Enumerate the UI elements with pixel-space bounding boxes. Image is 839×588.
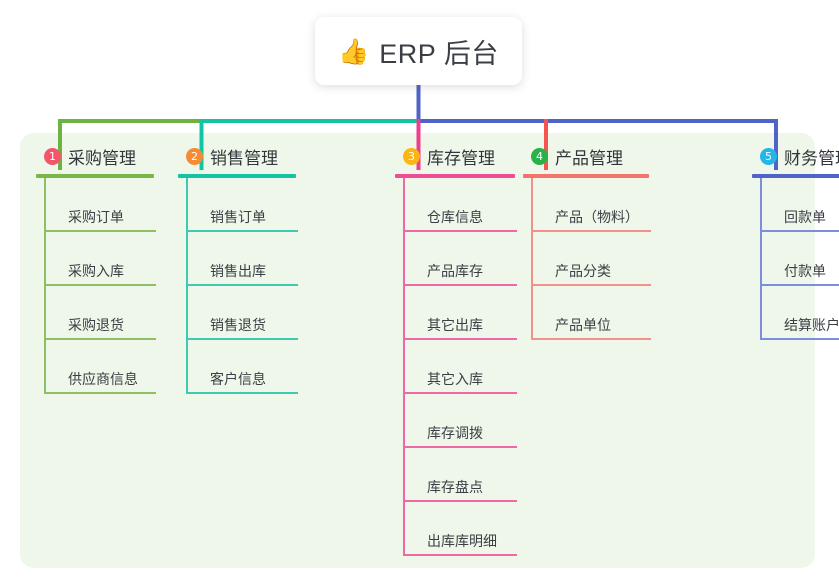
branch-leaf-list: 采购订单采购入库采购退货供应商信息 xyxy=(44,178,156,394)
leaf-label: 回款单 xyxy=(784,208,826,225)
leaf-node[interactable]: 销售订单 xyxy=(188,178,298,232)
leaf-label: 出库库明细 xyxy=(427,532,497,549)
leaf-label: 产品库存 xyxy=(427,262,483,279)
leaf-label: 结算账户 xyxy=(784,316,839,333)
branch-leaf-list: 回款单付款单结算账户 xyxy=(760,178,839,340)
thumbs-up-icon: 👍 xyxy=(338,37,370,66)
leaf-label: 付款单 xyxy=(784,262,826,279)
leaf-node[interactable]: 结算账户 xyxy=(762,286,839,340)
leaf-label: 库存盘点 xyxy=(427,478,483,495)
branch-leaf-list: 产品（物料） 产品分类产品单位 xyxy=(531,178,651,340)
branch-title: 库存管理 xyxy=(427,149,495,168)
branch-title: 财务管理 xyxy=(784,149,839,168)
branch-number-badge: 1 xyxy=(44,148,61,165)
branch-column-2: 2 销售管理销售订单销售出库销售退货客户信息 xyxy=(178,144,298,394)
leaf-node[interactable]: 采购退货 xyxy=(46,286,156,340)
leaf-label: 销售订单 xyxy=(210,208,266,225)
leaf-node[interactable]: 产品单位 xyxy=(533,286,651,340)
leaf-label: 其它入库 xyxy=(427,370,483,387)
leaf-node[interactable]: 产品（物料） xyxy=(533,178,651,232)
leaf-node[interactable]: 销售出库 xyxy=(188,232,298,286)
branch-header-rule xyxy=(523,174,649,178)
root-node[interactable]: 👍 ERP 后台 xyxy=(315,17,522,85)
leaf-node[interactable]: 供应商信息 xyxy=(46,340,156,394)
leaf-label: 采购订单 xyxy=(68,208,124,225)
leaf-node[interactable]: 其它出库 xyxy=(405,286,517,340)
branch-header-3[interactable]: 3 库存管理 xyxy=(395,144,517,169)
branch-number-badge: 3 xyxy=(403,148,420,165)
branch-header-rule xyxy=(395,174,515,178)
leaf-label: 产品单位 xyxy=(555,316,611,333)
branch-header-rule xyxy=(752,174,839,178)
branch-column-3: 3 库存管理仓库信息产品库存其它出库其它入库库存调拨库存盘点出库库明细 xyxy=(395,144,517,556)
leaf-node[interactable]: 仓库信息 xyxy=(405,178,517,232)
branch-column-5: 5 财务管理回款单付款单结算账户 xyxy=(752,144,839,340)
leaf-node[interactable]: 产品分类 xyxy=(533,232,651,286)
branch-title: 采购管理 xyxy=(68,149,136,168)
branch-number-badge: 5 xyxy=(760,148,777,165)
leaf-node[interactable]: 其它入库 xyxy=(405,340,517,394)
leaf-label: 其它出库 xyxy=(427,316,483,333)
branch-header-rule xyxy=(36,174,154,178)
branch-title: 销售管理 xyxy=(210,149,278,168)
leaf-label: 销售退货 xyxy=(210,316,266,333)
root-title: ERP 后台 xyxy=(379,38,499,69)
leaf-node[interactable]: 销售退货 xyxy=(188,286,298,340)
branch-number-badge: 4 xyxy=(531,148,548,165)
leaf-label: 采购退货 xyxy=(68,316,124,333)
branch-header-1[interactable]: 1 采购管理 xyxy=(36,144,156,169)
branch-header-rule xyxy=(178,174,296,178)
branch-number-badge: 2 xyxy=(186,148,203,165)
leaf-label: 销售出库 xyxy=(210,262,266,279)
leaf-node[interactable]: 客户信息 xyxy=(188,340,298,394)
branch-title: 产品管理 xyxy=(555,149,623,168)
branch-column-4: 4 产品管理产品（物料） 产品分类产品单位 xyxy=(523,144,651,340)
leaf-node[interactable]: 出库库明细 xyxy=(405,502,517,556)
branch-leaf-list: 销售订单销售出库销售退货客户信息 xyxy=(186,178,298,394)
leaf-node[interactable]: 库存盘点 xyxy=(405,448,517,502)
leaf-label: 产品（物料） xyxy=(555,208,639,225)
leaf-node[interactable]: 采购入库 xyxy=(46,232,156,286)
leaf-label: 产品分类 xyxy=(555,262,611,279)
leaf-node[interactable]: 采购订单 xyxy=(46,178,156,232)
leaf-label: 仓库信息 xyxy=(427,208,483,225)
leaf-label: 库存调拨 xyxy=(427,424,483,441)
diagram-background-panel xyxy=(20,133,815,568)
branch-leaf-list: 仓库信息产品库存其它出库其它入库库存调拨库存盘点出库库明细 xyxy=(403,178,517,556)
branch-header-2[interactable]: 2 销售管理 xyxy=(178,144,298,169)
leaf-node[interactable]: 库存调拨 xyxy=(405,394,517,448)
branch-header-5[interactable]: 5 财务管理 xyxy=(752,144,839,169)
leaf-node[interactable]: 付款单 xyxy=(762,232,839,286)
leaf-label: 采购入库 xyxy=(68,262,124,279)
leaf-label: 供应商信息 xyxy=(68,370,138,387)
branch-header-4[interactable]: 4 产品管理 xyxy=(523,144,651,169)
branch-column-1: 1 采购管理采购订单采购入库采购退货供应商信息 xyxy=(36,144,156,394)
leaf-node[interactable]: 回款单 xyxy=(762,178,839,232)
leaf-label: 客户信息 xyxy=(210,370,266,387)
leaf-node[interactable]: 产品库存 xyxy=(405,232,517,286)
